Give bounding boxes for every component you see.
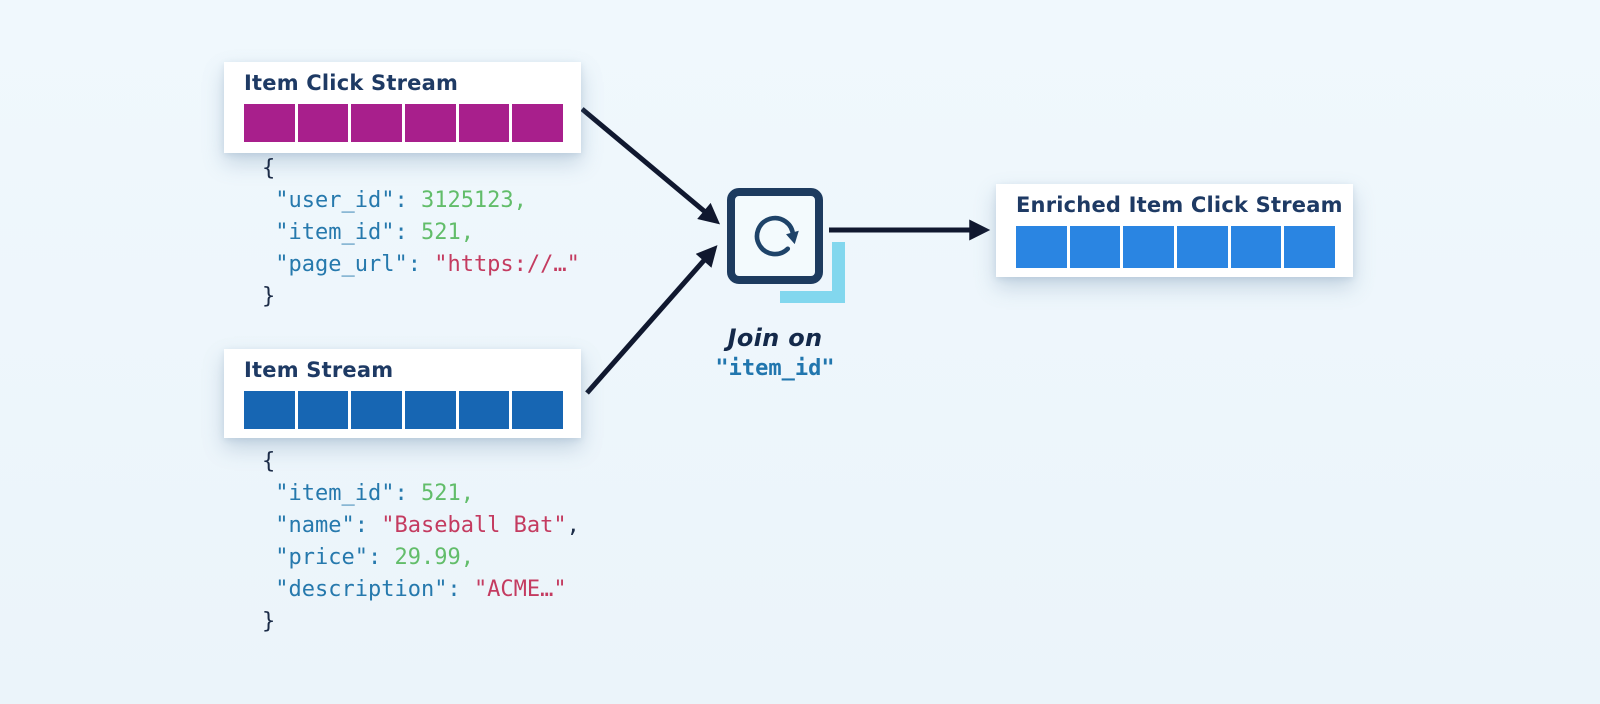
item-click-stream-card: Item Click Stream [224,62,581,153]
code-line: "user_id": 3125123, [275,188,527,213]
code-line: "item_id": 521, [275,220,474,245]
join-on-label: Join on [727,324,823,352]
stream-block [1016,226,1067,268]
code-line: "description": "ACME…" [275,577,567,602]
arrow-click-stream-to-join [580,107,721,225]
enriched-item-click-stream-card: Enriched Item Click Stream [996,184,1353,277]
join-key-label: "item_id" [715,356,835,381]
stream-block [458,391,510,429]
code-line: } [262,609,276,634]
item-click-stream-blocks [244,104,564,142]
stream-block [351,104,403,142]
stream-block [244,391,295,429]
enriched-item-click-stream-blocks [1016,226,1336,268]
stream-block [1177,226,1228,268]
join-node [727,188,823,284]
stream-block [458,104,510,142]
item-stream-title: Item Stream [244,358,394,382]
code-line: "price": 29.99, [275,545,474,570]
code-line: { [262,449,276,474]
item-stream-card: Item Stream [224,349,581,438]
item-click-stream-json: { "user_id": 3125123, "item_id": 521, "p… [262,153,580,313]
stream-block [512,391,564,429]
join-label-group: Join on "item_id" [680,324,870,381]
rotate-join-icon [754,215,799,257]
stream-block [512,104,564,142]
code-line: } [262,284,276,309]
stream-block [297,391,349,429]
stream-block [405,391,456,429]
cyan-corner-bracket [780,242,845,303]
code-line: "page_url": "https://…" [275,252,580,277]
stream-block [405,104,456,142]
stream-block [244,104,295,142]
stream-block [1284,226,1336,268]
stream-block [1230,226,1282,268]
stream-block [351,391,403,429]
stream-block [297,104,349,142]
code-line: "item_id": 521, [275,481,474,506]
item-stream-blocks [244,391,564,429]
code-line: { [262,156,276,181]
stream-block [1069,226,1121,268]
item-click-stream-title: Item Click Stream [244,71,459,95]
item-stream-json: { "item_id": 521, "name": "Baseball Bat"… [262,446,580,638]
stream-block [1123,226,1175,268]
enriched-item-click-stream-title: Enriched Item Click Stream [1016,193,1343,217]
code-line: "name": "Baseball Bat", [275,513,580,538]
